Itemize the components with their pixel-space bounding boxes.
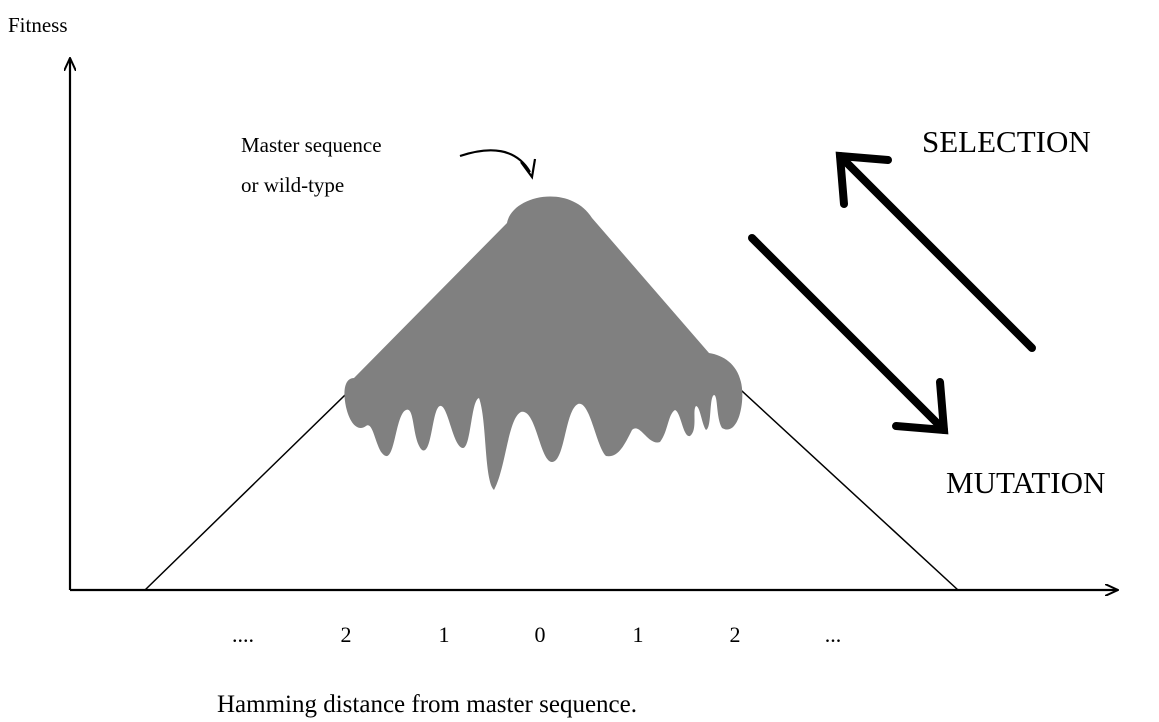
x-tick-label: 1 (633, 622, 644, 647)
annotation-pointer-arrow (459, 149, 531, 173)
x-tick-label: ... (825, 622, 842, 647)
x-axis-caption: Hamming distance from master sequence. (217, 691, 637, 718)
mutation-label: MUTATION (946, 465, 1105, 500)
x-tick-label: 2 (730, 622, 741, 647)
x-tick-label: 0 (535, 622, 546, 647)
annotation-wild-type: or wild-type (241, 173, 344, 197)
x-tick-labels: .... 2 1 0 1 2 ... (232, 622, 841, 647)
y-axis-label: Fitness (8, 13, 68, 37)
mutation-arrow (748, 234, 949, 435)
quasispecies-cloud (344, 196, 743, 490)
x-tick-label: 1 (439, 622, 450, 647)
selection-label: SELECTION (922, 124, 1091, 159)
x-tick-label: 2 (341, 622, 352, 647)
annotation-pointer-arrowhead (520, 158, 537, 180)
x-tick-label: .... (232, 622, 254, 647)
selection-arrow (835, 151, 1036, 352)
annotation-master-sequence: Master sequence (241, 133, 382, 157)
